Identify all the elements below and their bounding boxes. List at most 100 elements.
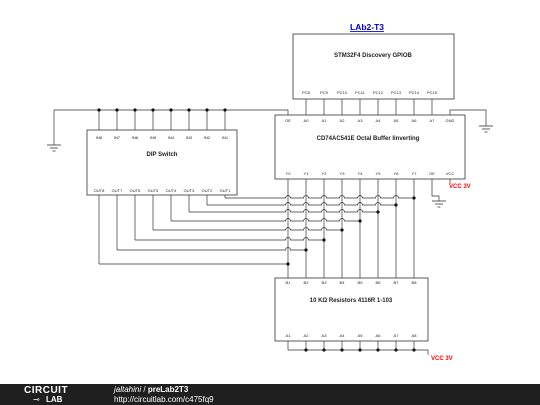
resistor-b-pin-label: B5 (358, 280, 364, 285)
dip-out-pin-label: OUT5 (148, 188, 159, 193)
dip-out-pin-label: OUT6 (130, 188, 141, 193)
stm32-pin-label: PC12 (373, 90, 384, 95)
wires (53, 99, 487, 355)
resistor-b-pin-label: B4 (340, 280, 346, 285)
junction-dot (205, 108, 209, 112)
dip-out-pin-label: OUT7 (112, 188, 123, 193)
circuitlab-logo[interactable]: CIRCUIT (24, 385, 69, 396)
project-url[interactable]: http://circuitlab.com/c475fq9 (114, 395, 214, 404)
junction-dot (304, 348, 308, 352)
junction-dot (376, 348, 380, 352)
resistor-a-pin-label: A1 (286, 333, 292, 338)
ground-wire-right (449, 109, 487, 126)
author-name[interactable]: jaltahini (114, 385, 142, 394)
ground-symbol-oe (432, 200, 446, 208)
dip-in-pin-label: IN2 (204, 135, 211, 140)
buffer-gnd-pin-label: GND (446, 118, 455, 123)
buffer-vcc-pin-label: VCC (446, 171, 455, 176)
dip-out-pin-label: OUT8 (94, 188, 105, 193)
dip-out-horizontal-wire (189, 209, 378, 213)
dip-in-pin-label: IN1 (222, 135, 229, 140)
junctions (97, 108, 416, 352)
buffer-y-pin-label: Y5 (376, 171, 382, 176)
dip-in-pin-label: IN3 (186, 135, 193, 140)
junction-dot (133, 108, 137, 112)
stm32-pin-label: PC8 (302, 90, 311, 95)
resistor-b-pin-label: B1 (286, 280, 292, 285)
dip-out-horizontal-wire (153, 227, 342, 231)
resistor-a-pin-label: A8 (412, 333, 418, 338)
buffer-a-pin-label: A1 (322, 118, 328, 123)
dip-in-pin-label: IN7 (114, 135, 121, 140)
junction-dot (322, 348, 326, 352)
junction-dot (115, 108, 119, 112)
junction-dot (169, 108, 173, 112)
author-project[interactable]: jaltahini / preLab2T3 (114, 385, 188, 394)
buffer-box (274, 114, 466, 180)
junction-dot (322, 238, 326, 242)
stm32-pin-label: PC9 (320, 90, 329, 95)
resistor-a-pin-label: A5 (358, 333, 364, 338)
dip-out-pin-label: OUT3 (184, 188, 195, 193)
resistor-a-pin-label: A2 (304, 333, 310, 338)
buffer-a-pin-label: A4 (376, 118, 382, 123)
stm32-pin-label: PC10 (337, 90, 348, 95)
vcc-label-buffer: VCC 3V (449, 184, 471, 190)
buffer-a-pin-label: A7 (430, 118, 436, 123)
dip-in-pin-label: IN6 (132, 135, 139, 140)
dip-out-horizontal-wire (117, 247, 306, 251)
buffer-oe-pin-label: OE (285, 118, 291, 123)
diagram-title[interactable]: LAb2-T3 (350, 22, 384, 32)
footer-bar: CIRCUIT ⊸ LAB jaltahini / preLab2T3 http… (0, 384, 540, 405)
stm32-pin-label: PC11 (355, 90, 365, 95)
buffer-a-pin-label: A6 (412, 118, 418, 123)
junction-dot (412, 348, 416, 352)
resistor-a-pin-label: A6 (376, 333, 382, 338)
stm32-pin-label: PC14 (409, 90, 420, 95)
buffer-oe2-pin-label: OE (429, 171, 435, 176)
dip-out-pin-label: OUT1 (220, 188, 231, 193)
oe2-ground-wire (431, 179, 440, 201)
dip-in-pin-label: IN8 (96, 135, 103, 140)
junction-dot (340, 228, 344, 232)
stm32-label: STM32F4 Discovery GPIOB (334, 53, 412, 59)
junction-dot (358, 348, 362, 352)
dip-out-pin-label: OUT4 (166, 188, 177, 193)
resistor-a-pin-label: A3 (322, 333, 328, 338)
stm32-box (292, 33, 455, 100)
buffer-y-pin-label: Y7 (412, 171, 418, 176)
buffer-a-pin-label: A2 (340, 118, 346, 123)
buffer-a-pin-label: A0 (304, 118, 310, 123)
junction-dot (286, 262, 290, 266)
dip-out-horizontal-wire (135, 237, 324, 241)
junction-dot (412, 196, 416, 200)
ground-symbol-left (47, 144, 61, 152)
resistor-box (274, 277, 429, 342)
dip-in-pin-label: IN5 (150, 135, 157, 140)
resistor-vcc-bus (288, 349, 429, 355)
buffer-a-pin-label: A3 (358, 118, 364, 123)
junction-dot (187, 108, 191, 112)
junction-dot (376, 210, 380, 214)
resistor-b-pin-label: B8 (412, 280, 418, 285)
dip-out-horizontal-wire (171, 218, 360, 222)
schematic-diagram: LAb2-T3 STM32F4 Discovery GPIOB CD74AC54… (47, 22, 493, 362)
path-separator: / (141, 385, 148, 394)
buffer-y-pin-label: Y2 (322, 171, 328, 176)
resistor-a-pin-label: A7 (394, 333, 400, 338)
junction-dot (394, 348, 398, 352)
buffer-y-pin-label: Y0 (286, 171, 292, 176)
buffer-y-pin-label: Y1 (304, 171, 310, 176)
resistor-label: 10 KΩ Resistors 4116R 1-103 (310, 298, 393, 304)
dip-out-pin-label: OUT2 (202, 188, 213, 193)
dip-switch-label: DIP Switch (147, 152, 178, 158)
project-name[interactable]: preLab2T3 (147, 385, 189, 394)
dip-switch-box (86, 129, 238, 196)
resistor-b-pin-label: B2 (304, 280, 310, 285)
stm32-pin-label: PC13 (391, 90, 402, 95)
junction-dot (394, 203, 398, 207)
ground-symbol-right (479, 125, 493, 133)
junction-dot (151, 108, 155, 112)
vcc-label-resistors: VCC 3V (431, 356, 453, 362)
